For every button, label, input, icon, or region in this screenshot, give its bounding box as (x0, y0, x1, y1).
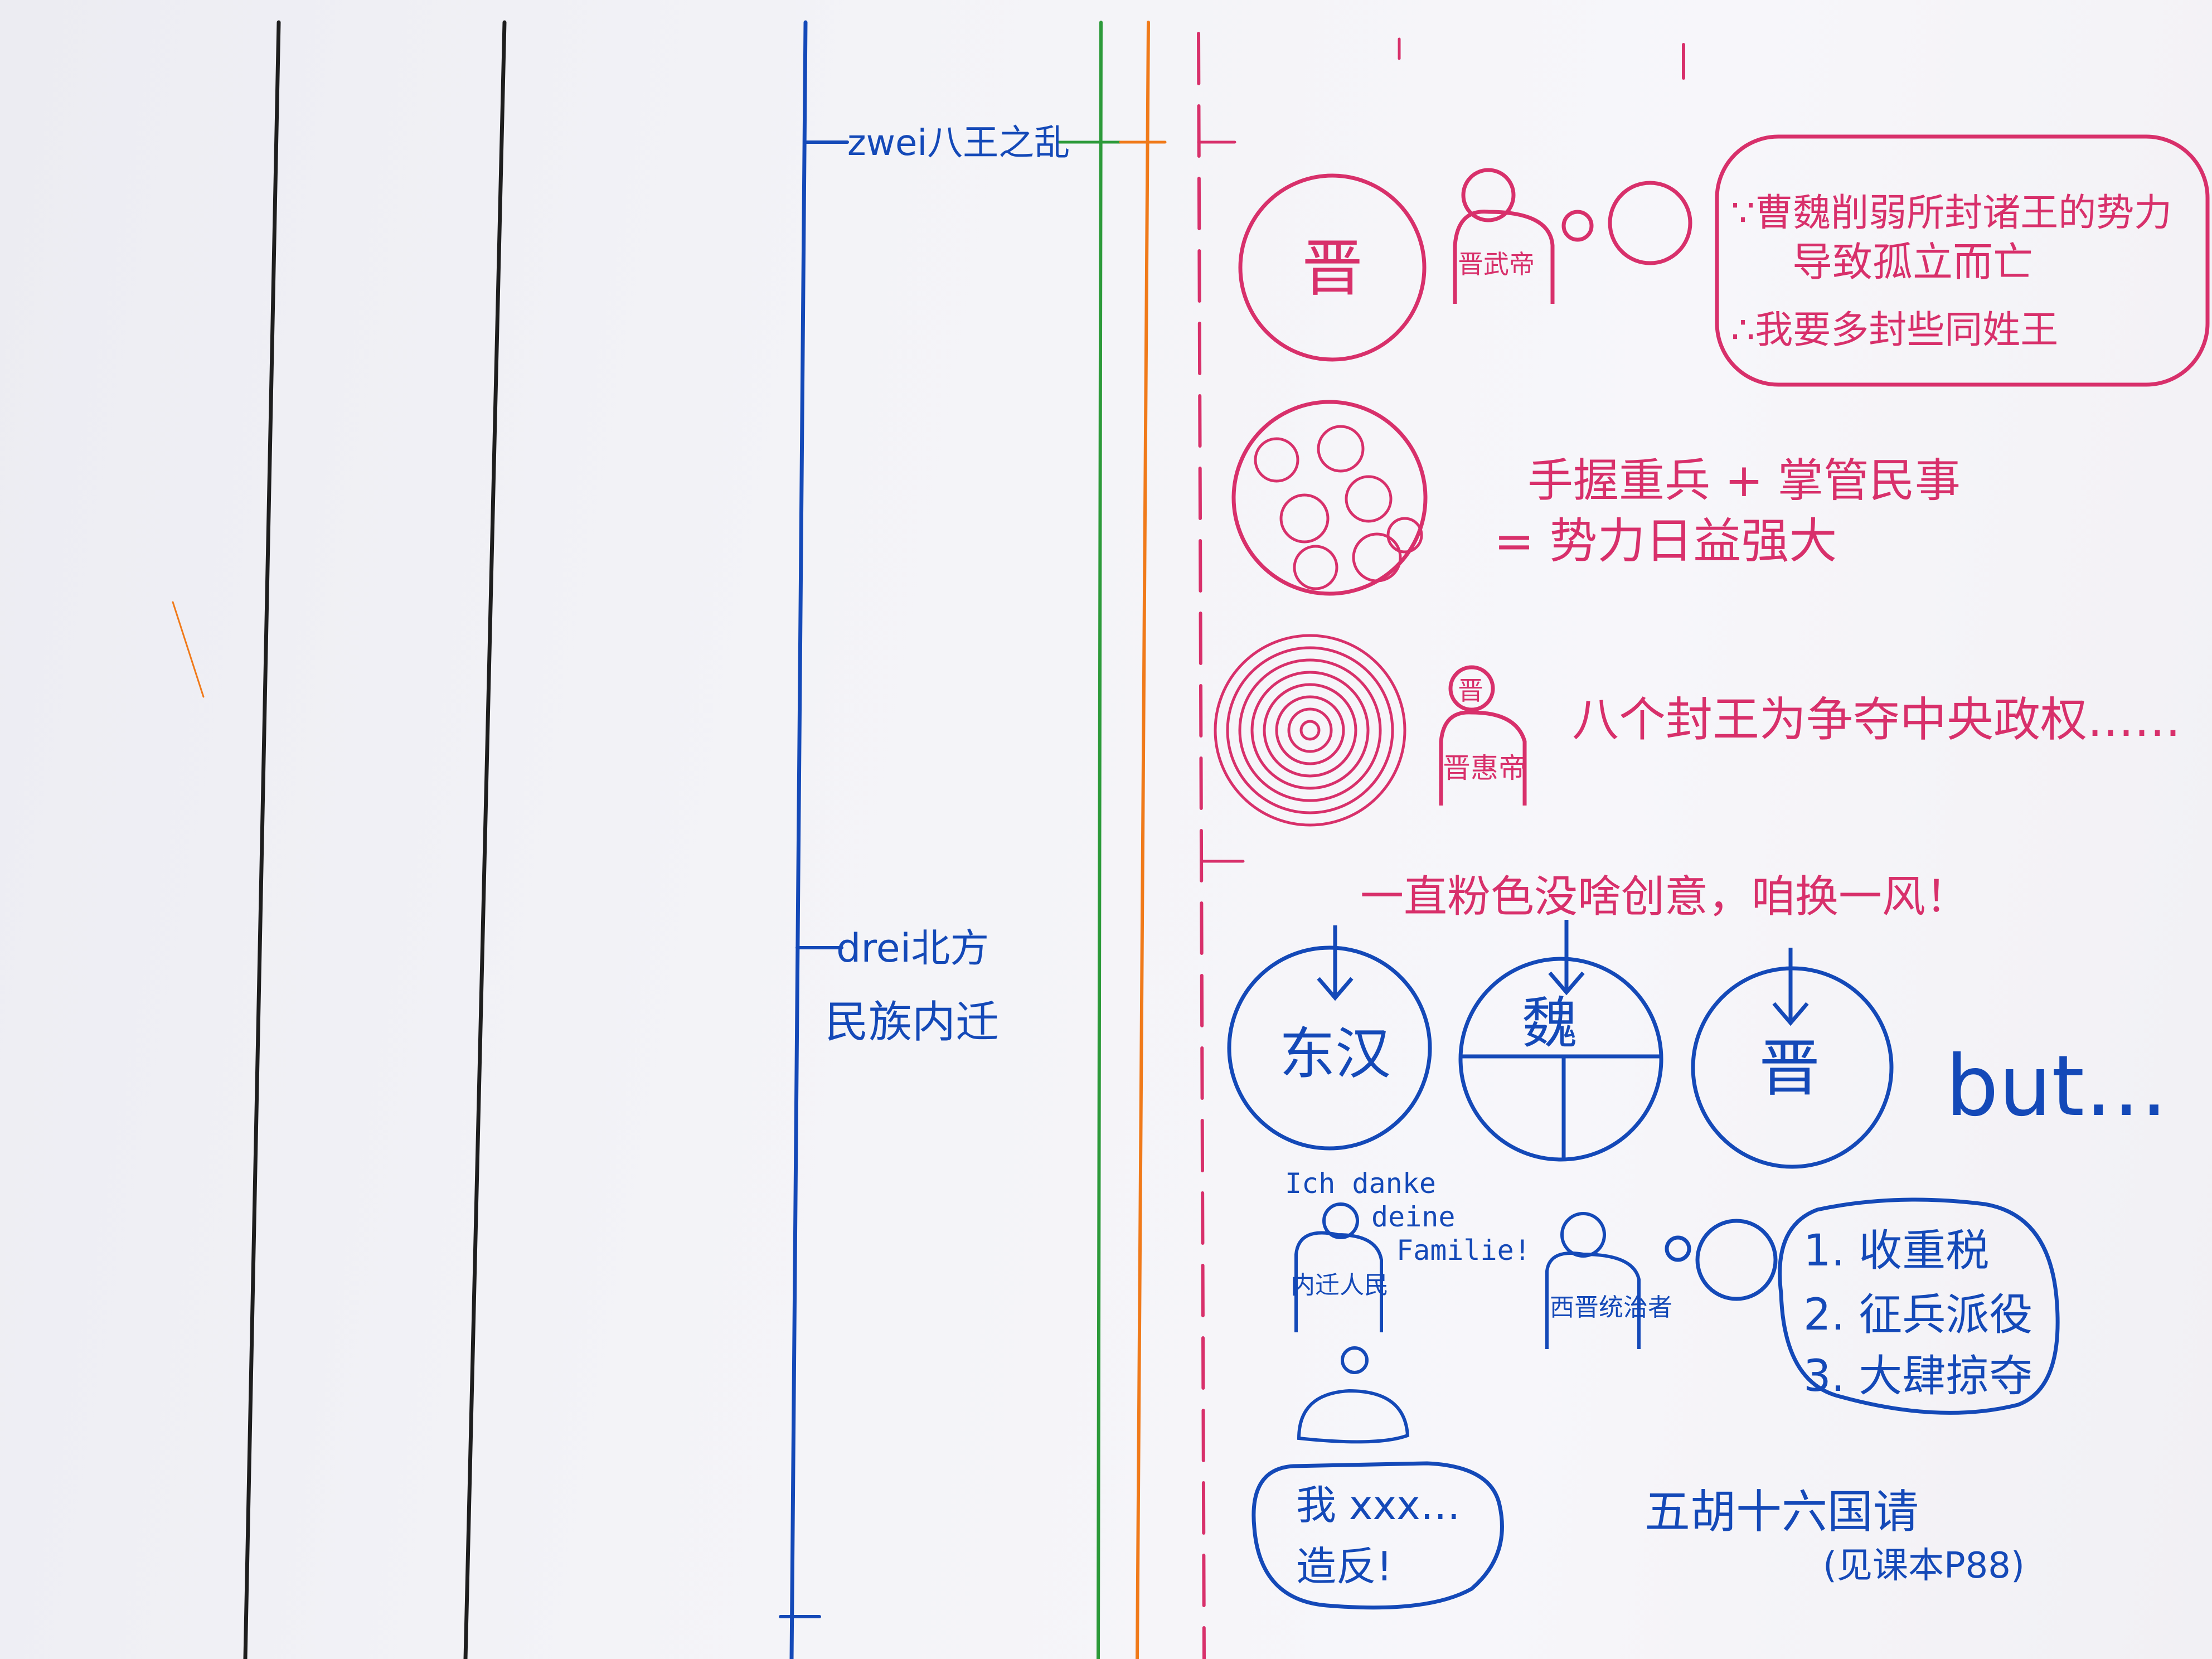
green-line (1097, 21, 1103, 1659)
thought-box (1715, 134, 2210, 387)
thought-line1: ∵曹魏削弱所封诸王的势力 (1731, 191, 2172, 235)
revolt-figure-body (1297, 1389, 1410, 1444)
label-zwei: zwei八王之乱 (847, 123, 1070, 164)
power-line1: 手握重兵 + 掌管民事 (1527, 454, 1961, 507)
xijin-thought-bubble (1695, 1219, 1778, 1301)
xijin-thought-dot (1665, 1235, 1691, 1262)
german-line2: deine (1371, 1201, 1456, 1233)
thought-line3: ∴我要多封些同姓王 (1731, 308, 2058, 352)
label-drei-line2: 民族内迁 (825, 997, 999, 1047)
blue-texts: 东汉 魏 晋 but… Ich danke deine Familie! 内迁人… (1279, 991, 2168, 1590)
xijin-figure (1545, 1212, 1641, 1349)
blue-timeline-line (789, 20, 808, 1659)
revolt-line1: 我 xxx… (1296, 1482, 1461, 1529)
circle-donghan-label: 东汉 (1279, 1021, 1391, 1086)
xijin-body (1545, 1251, 1641, 1349)
thought-dot-large (1608, 181, 1692, 265)
jin-wudi-figure (1453, 168, 1555, 304)
circle-donghan (1227, 945, 1432, 1151)
thought-line2: 导致孤立而亡 (1792, 239, 2033, 285)
jin-huidi-head (1448, 665, 1495, 712)
jin-wudi-label: 晋武帝 (1458, 249, 1535, 279)
jin-circle (1238, 173, 1427, 362)
circle-wei-label: 魏 (1522, 991, 1578, 1056)
arrow-jin (1772, 948, 1809, 1026)
list-item2: 2. 征兵派役 (1803, 1290, 2032, 1340)
pink-texts: 晋 晋武帝 ∵曹魏削弱所封诸王的势力 导致孤立而亡 ∴我要多封些同姓王 手握重兵… (1302, 191, 2181, 922)
huidi-label: 晋惠帝 (1443, 752, 1526, 784)
eight-kings-text: 八个封王为争夺中央政权…… (1572, 692, 2181, 747)
jin-wudi-head (1461, 168, 1516, 222)
orange-line (1136, 21, 1150, 1659)
black-line-1 (243, 20, 281, 1659)
troops-circle (1231, 400, 1428, 596)
timeline-labels: zwei八王之乱 drei北方 民族内迁 (825, 123, 1070, 1047)
timeline-lines (172, 20, 1685, 1659)
list-item3: 3. 大肆掠夺 (1803, 1351, 2032, 1401)
jin-huidi-body (1439, 710, 1527, 806)
pink-section (1214, 134, 2210, 827)
list-bubble (1778, 1197, 2060, 1415)
revolt-speech-box (1251, 1461, 1504, 1610)
neiqian-body (1294, 1231, 1383, 1332)
label-drei-line1: drei北方 (836, 925, 989, 971)
wuhu-text: 五胡十六国请 (1645, 1486, 1919, 1539)
jin-wudi-body (1453, 210, 1555, 304)
power-line2: = 势力日益强大 (1494, 513, 1837, 569)
arrow-wei (1548, 920, 1585, 996)
jin-circle-char: 晋 (1302, 233, 1363, 304)
black-line-2 (463, 20, 507, 1659)
german-line1: Ich danke (1285, 1167, 1436, 1200)
circle-jin-label: 晋 (1759, 1033, 1820, 1104)
chaos-spiral (1214, 634, 1406, 827)
but-text: but… (1946, 1038, 2168, 1135)
revolt-line2: 造反! (1296, 1543, 1393, 1590)
neiqian-figure (1294, 1202, 1383, 1332)
list-item1: 1. 收重税 (1803, 1226, 1989, 1276)
neiqian-head (1322, 1202, 1359, 1239)
pink-dashed-line (1197, 32, 1206, 1659)
orange-stray-stroke (172, 601, 205, 698)
huidi-hat: 晋 (1458, 676, 1483, 706)
xijin-head (1560, 1212, 1606, 1258)
switch-style-text: 一直粉色没啥创意，咱换一风！ (1360, 872, 1969, 922)
arrow-donghan (1317, 925, 1354, 1001)
circle-wei (1458, 957, 1663, 1162)
troops-small-circles (1254, 425, 1423, 590)
blue-section (1227, 920, 2060, 1610)
revolt-thought-dot (1341, 1346, 1369, 1374)
jin-huidi-figure (1439, 665, 1527, 806)
german-line3: Familie! (1396, 1234, 1531, 1267)
neiqian-label: 内迁人民 (1291, 1271, 1389, 1299)
textbook-ref: (见课本P88) (1823, 1545, 2025, 1587)
xijin-label: 西晋统治者 (1550, 1293, 1672, 1322)
thought-dot-small (1561, 210, 1594, 242)
